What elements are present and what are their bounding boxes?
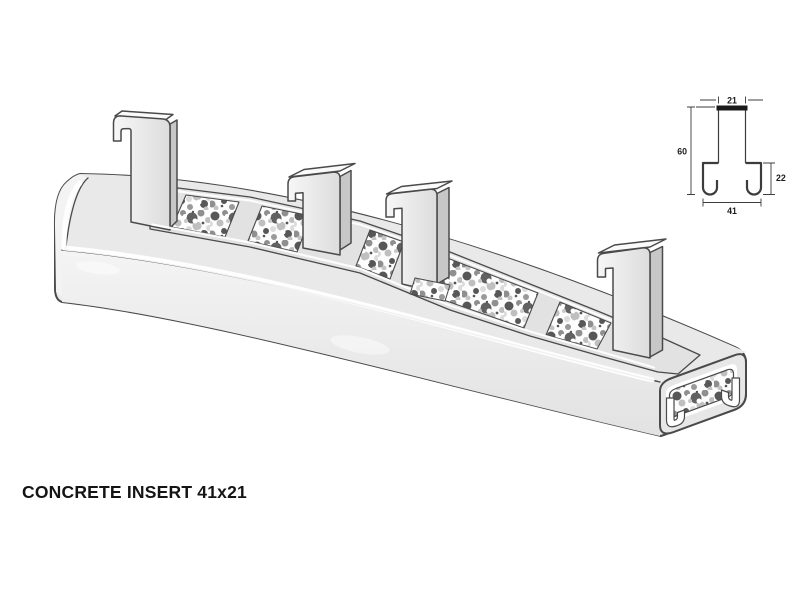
hook-anchors <box>112 110 667 359</box>
dim-label-21: 21 <box>727 95 737 105</box>
dim-label-41: 41 <box>727 206 737 216</box>
dim-label-60: 60 <box>677 147 687 157</box>
profile-stem-cap <box>716 105 748 111</box>
slot-far-highlight <box>151 186 657 341</box>
end-face-lip-right <box>720 377 741 408</box>
drawing-title: CONCRETE INSERT 41x21 <box>22 482 247 502</box>
anchor-4-front <box>596 247 651 359</box>
beam-front-face <box>62 250 660 436</box>
beam-highlight <box>61 180 655 383</box>
sheen-1 <box>76 261 120 275</box>
slot-near-overlays <box>150 223 656 369</box>
anchor-1-side <box>169 119 178 229</box>
anchor-2-side <box>339 169 352 251</box>
end-face-lip-left <box>665 397 686 428</box>
filler-segment-5 <box>545 301 612 350</box>
filler-patch-anchor-3 <box>409 277 451 302</box>
anchor-1 <box>112 110 178 231</box>
dim-41 <box>702 198 762 207</box>
profile-channel <box>701 161 763 196</box>
slot-near-highlight <box>150 223 656 369</box>
profile-diagram: 21 60 22 41 <box>677 95 786 216</box>
channel-end-face <box>659 353 747 435</box>
dim-21 <box>700 96 763 104</box>
dim-60 <box>687 106 715 195</box>
anchor-3-front <box>385 188 438 293</box>
anchor-2-front <box>287 171 341 256</box>
anchor-1-front <box>112 115 171 231</box>
anchor-3-side <box>436 186 450 285</box>
anchor-4-side <box>649 245 664 358</box>
profile-stem <box>717 108 747 163</box>
anchor-3 <box>385 180 453 293</box>
dim-22 <box>763 162 775 195</box>
anchor-2 <box>287 162 356 256</box>
sheen-2 <box>330 335 390 355</box>
dim-label-22: 22 <box>776 173 786 183</box>
anchor-4 <box>596 238 667 359</box>
